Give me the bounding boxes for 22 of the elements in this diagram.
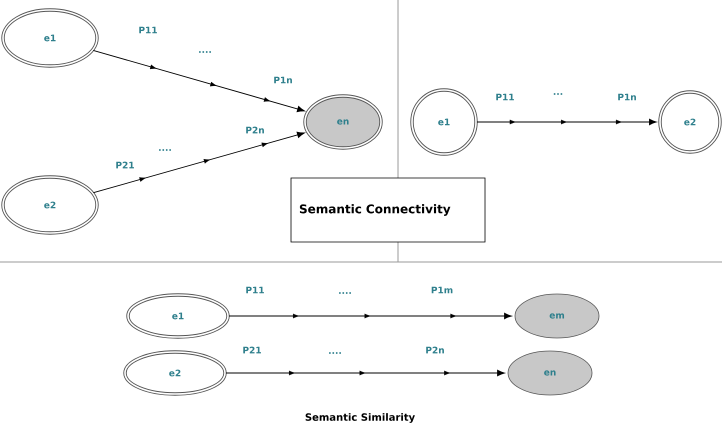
path-label: .... bbox=[329, 352, 341, 354]
path-label: ... bbox=[554, 93, 562, 95]
arrow bbox=[228, 312, 512, 320]
path-label: P1n bbox=[618, 94, 636, 100]
arrow bbox=[92, 132, 305, 194]
path-label: .... bbox=[339, 292, 351, 294]
arrow bbox=[226, 370, 505, 376]
path-label: P11 bbox=[246, 286, 264, 294]
text-box: Semantic Connectivity bbox=[290, 178, 486, 242]
path-label: .... bbox=[199, 51, 211, 53]
path-label: P2n bbox=[246, 126, 264, 134]
path-label: P1n bbox=[274, 76, 292, 84]
path-label: .... bbox=[159, 149, 171, 151]
path-label: P21 bbox=[116, 162, 134, 168]
path-label: P21 bbox=[243, 346, 261, 354]
arrow bbox=[476, 118, 657, 126]
path-label: P2n bbox=[426, 346, 444, 354]
path-label: P11 bbox=[139, 26, 157, 34]
arrow bbox=[92, 50, 305, 112]
caption: Semantic Similarity bbox=[306, 413, 415, 423]
path-label: P1m bbox=[432, 286, 452, 294]
path-label: P11 bbox=[496, 94, 514, 100]
